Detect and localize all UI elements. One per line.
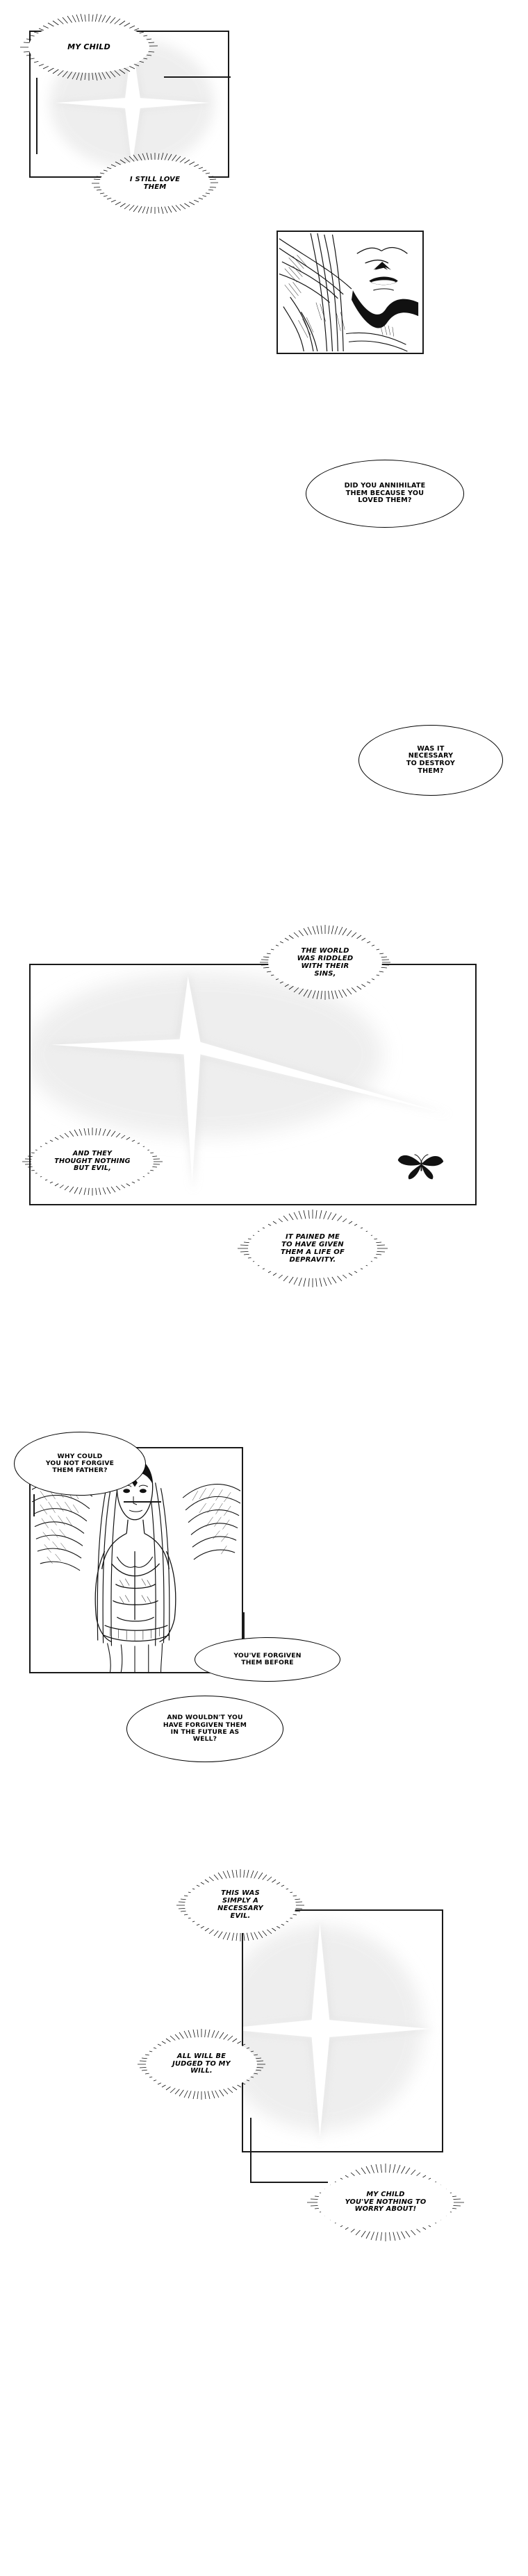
bubble-did-you-annihilate: DID YOU ANNIHILATE THEM BECAUSE YOU LOVE…	[306, 460, 464, 528]
bubble-text: IT PAINED ME TO HAVE GIVEN THEM A LIFE O…	[280, 1232, 345, 1264]
bubble-text: YOU'VE FORGIVEN THEM BEFORE	[233, 1651, 302, 1666]
bubble-tail-youve-forgiven	[243, 1612, 245, 1641]
butterfly	[397, 1154, 444, 1180]
bubble-text: THE WORLD WAS RIDDLED WITH THEIR SINS,	[297, 946, 354, 978]
bubble-text: DID YOU ANNIHILATE THEM BECAUSE YOU LOVE…	[344, 481, 426, 505]
bubble-world-riddled: THE WORLD WAS RIDDLED WITH THEIR SINS,	[256, 923, 395, 1001]
bubble-core	[247, 1219, 378, 1278]
bubble-tail-my-child-horizontal	[164, 76, 231, 78]
bubble-this-was-simply: THIS WAS SIMPLY A NECESSARY EVIL.	[172, 1868, 308, 1943]
long-haired-figure-closeup-art	[278, 232, 422, 353]
bubble-text: MY CHILD	[67, 42, 110, 51]
bubble-text: THIS WAS SIMPLY A NECESSARY EVIL.	[217, 1889, 263, 1920]
bubble-core	[317, 2173, 454, 2232]
bubble-text: WAS IT NECESSARY TO DESTROY THEM?	[406, 744, 456, 775]
bubble-tail-all-will-be-vertical	[250, 2118, 251, 2183]
bubble-text: MY CHILD YOU'VE NOTHING TO WORRY ABOUT!	[345, 2190, 427, 2214]
bubble-text: AND THEY THOUGHT NOTHING BUT EVIL,	[54, 1149, 131, 1173]
bubble-tail-all-will-be-horizontal	[250, 2182, 328, 2183]
bubble-text: AND WOULDN'T YOU HAVE FORGIVEN THEM IN T…	[163, 1714, 247, 1743]
bubble-all-will-be-judged: ALL WILL BE JUDGED TO MY WILL.	[133, 2027, 270, 2101]
bubble-why-could-you-not-forgive: WHY COULD YOU NOT FORGIVE THEM FATHER?	[14, 1432, 146, 1496]
bubble-text: WHY COULD YOU NOT FORGIVE THEM FATHER?	[45, 1452, 115, 1475]
bubble-my-child-nothing-to-worry: MY CHILD YOU'VE NOTHING TO WORRY ABOUT!	[303, 2162, 468, 2243]
bubble-my-child: MY CHILD	[15, 12, 163, 82]
bubble-i-still-love-them: I STILL LOVE THEM	[88, 151, 222, 215]
bubble-core	[145, 2036, 258, 2092]
bubble-was-it-necessary: WAS IT NECESSARY TO DESTROY THEM?	[358, 725, 503, 796]
bubble-it-pained-me: IT PAINED ME TO HAVE GIVEN THEM A LIFE O…	[233, 1208, 392, 1289]
light-cross-burst-art-5	[243, 1911, 442, 2151]
bubble-core	[184, 1877, 297, 1933]
bubble-tail-why-could-down	[33, 1494, 35, 1516]
bubble-tail-my-child	[36, 78, 38, 154]
panel-2	[277, 231, 424, 354]
bubble-core	[99, 159, 211, 208]
bubble-tail-why-could	[124, 1501, 161, 1503]
panel-5	[242, 1909, 443, 2152]
bubble-youve-forgiven-them-before: YOU'VE FORGIVEN THEM BEFORE	[195, 1637, 340, 1682]
bubble-text: ALL WILL BE JUDGED TO MY WILL.	[172, 2052, 231, 2075]
bubble-and-wouldnt-you: AND WOULDN'T YOU HAVE FORGIVEN THEM IN T…	[126, 1696, 283, 1762]
bubble-text: I STILL LOVE THEM	[129, 175, 181, 191]
bubble-core	[31, 1135, 154, 1188]
bubble-core	[268, 933, 382, 992]
bubble-thought-nothing-but-evil: AND THEY THOUGHT NOTHING BUT EVIL,	[18, 1126, 167, 1197]
bubble-core	[28, 22, 149, 73]
